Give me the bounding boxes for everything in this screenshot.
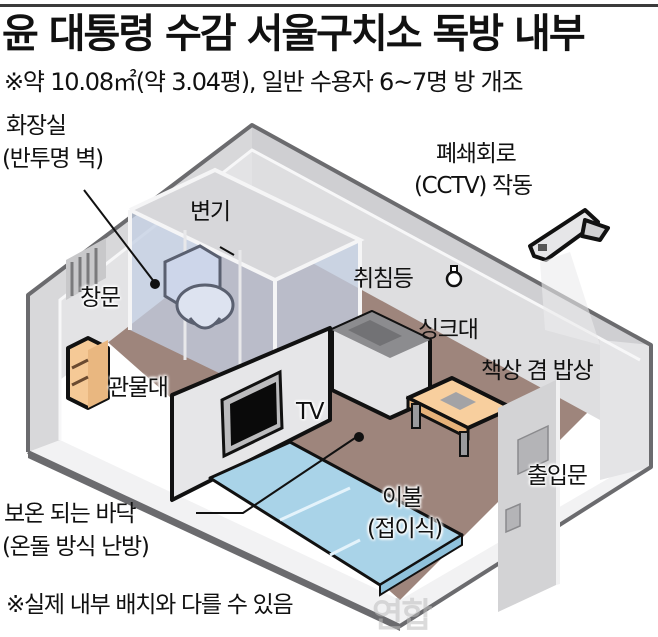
label-sleep-light: 취침등 <box>353 266 414 292</box>
desk <box>406 376 514 457</box>
leader-dot-toilet-room <box>150 279 160 289</box>
label-tv: TV <box>296 399 324 425</box>
label-toilet-room: 화장실 <box>6 113 67 139</box>
label-toilet: 변기 <box>190 199 231 225</box>
leader-lines <box>83 189 359 514</box>
label-toilet-room-sub: (반투명 벽) <box>2 146 104 172</box>
sink <box>330 310 432 420</box>
cctv-camera-icon <box>528 208 610 345</box>
label-floor: 보온 되는 바닥 <box>4 501 136 527</box>
label-quilt: 이불 <box>382 485 423 511</box>
entrance-door <box>498 378 560 612</box>
window-bars <box>66 238 106 300</box>
label-quilt-sub: (접이식) <box>367 516 443 542</box>
disclaimer-note: ※실제 내부 배치와 다를 수 있음 <box>6 592 294 618</box>
top-rule <box>0 4 658 7</box>
watermark: 연합 <box>372 596 433 636</box>
label-floor-sub: (온돌 방식 난방) <box>2 534 150 560</box>
quilt <box>208 440 464 597</box>
label-cctv-sub: (CCTV) 작동 <box>414 173 533 199</box>
label-desk: 책상 겸 밥상 <box>481 358 594 384</box>
label-cctv: 폐쇄회로 <box>436 141 517 167</box>
light-bulb-icon <box>445 265 463 288</box>
page-title: 윤 대통령 수감 서울구치소 독방 내부 <box>2 11 586 57</box>
toilet-icon <box>163 244 235 330</box>
leader-dot-floor <box>354 432 364 442</box>
label-door: 출입문 <box>527 463 588 489</box>
label-shelf: 관물대 <box>108 375 169 401</box>
label-sink: 싱크대 <box>418 317 479 343</box>
tv-partition <box>170 326 332 502</box>
label-window: 창문 <box>80 285 121 311</box>
shelf <box>66 336 110 410</box>
page-subtitle: ※약 10.08㎡(약 3.04평), 일반 수용자 6~7명 방 개조 <box>4 68 524 96</box>
